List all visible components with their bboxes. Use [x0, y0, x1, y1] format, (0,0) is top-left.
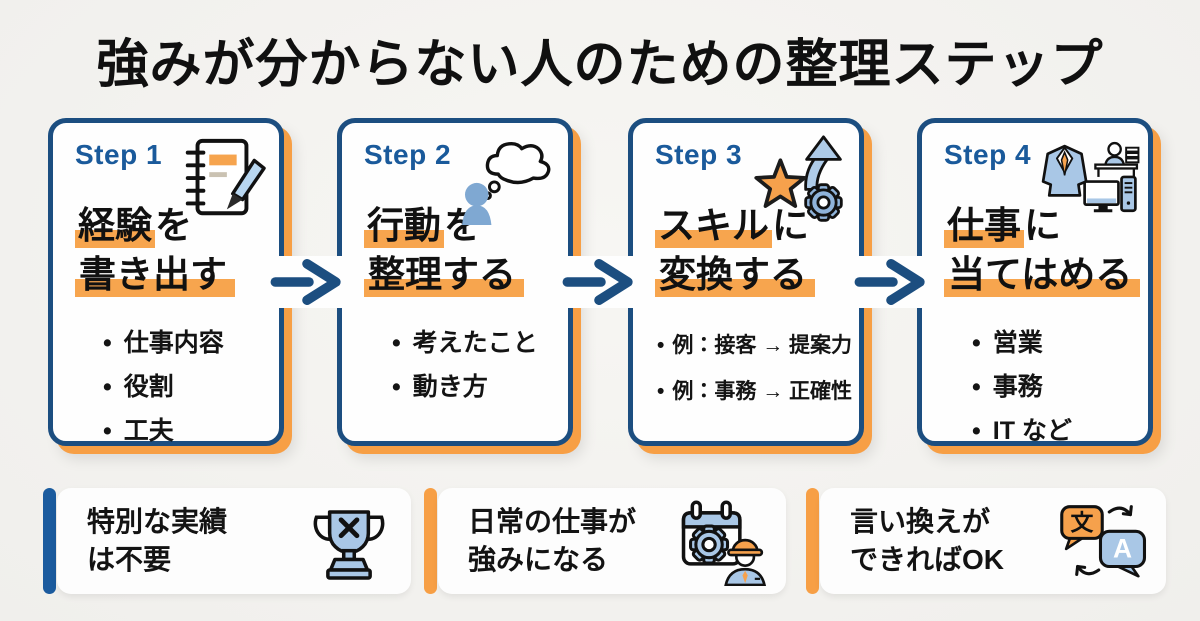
arrow-right-icon: [268, 256, 348, 308]
bullet-item: 営業: [972, 323, 1136, 359]
step-card-2: Step 2 行動を 整理する 考えたこと 動き方: [337, 118, 573, 446]
note-text: 特別な実績は不要: [87, 506, 228, 575]
trophy-no-icon: [305, 496, 393, 586]
bullet-item: 役割: [103, 367, 267, 403]
title-line: 経験を: [75, 201, 267, 250]
card-title: スキルに 変換する: [655, 201, 847, 299]
accent-bar: [43, 488, 56, 594]
step-label: Step 3: [655, 139, 743, 170]
bullet-item: 仕事内容: [103, 323, 267, 359]
bullet-list: 営業 事務 IT など: [944, 323, 1136, 447]
notebook-pen-icon: [171, 135, 271, 225]
bullet-list: 考えたこと 動き方: [364, 323, 556, 403]
accent-bar: [424, 488, 437, 594]
bullet-item: 例：事務 → 正確性: [657, 375, 852, 405]
note-daily-work-strength: 日常の仕事が強みになる: [424, 488, 786, 594]
title-line: 変換する: [655, 250, 847, 299]
note-text: 日常の仕事が強みになる: [468, 506, 637, 575]
title-line: 当てはめる: [944, 250, 1141, 299]
card-title: 行動を 整理する: [364, 201, 556, 299]
daily-work-icon: [680, 496, 768, 587]
bullet-item: 例：接客 → 提案力: [657, 329, 852, 359]
page-title: 強みが分からない人のための整理ステップ: [96, 36, 1104, 94]
bullet-list: 例：接客 → 提案力 例：事務 → 正確性: [655, 329, 852, 405]
note-card: 言い換えができればOK 文 A: [820, 488, 1166, 594]
svg-text:A: A: [1113, 534, 1132, 564]
step-card-3: Step 3 スキルに 変換する: [628, 118, 864, 446]
step-label: Step 1: [75, 139, 163, 170]
star-growth-gear-icon: [751, 135, 851, 225]
accent-bar: [806, 488, 819, 594]
bullet-list: 仕事内容 役割 工夫: [75, 323, 267, 447]
job-match-icon: [1040, 135, 1140, 225]
bullet-item: 事務: [972, 367, 1136, 403]
title-line: 書き出す: [75, 250, 267, 299]
step-card-4: Step 4: [917, 118, 1153, 446]
title-line: スキルに: [655, 201, 847, 250]
person-thinking-icon: [460, 135, 560, 225]
bullet-item: 考えたこと: [392, 323, 556, 359]
bullet-item: IT など: [972, 411, 1136, 447]
note-no-special-achievements: 特別な実績は不要: [43, 488, 411, 594]
title-line: 仕事に: [944, 201, 1136, 250]
step-label: Step 2: [364, 139, 452, 170]
title-line: 行動を: [364, 201, 556, 250]
note-card: 日常の仕事が強みになる: [438, 488, 786, 594]
arrow-right-icon: [852, 256, 932, 308]
note-rephrasing-ok: 言い換えができればOK 文 A: [806, 488, 1166, 594]
arrow-right-icon: [560, 256, 640, 308]
step-label: Step 4: [944, 139, 1032, 170]
step-card-1: Step 1 経験を 書き出す 仕事内容 役割 工夫: [48, 118, 284, 446]
card-title: 仕事に 当てはめる: [944, 201, 1141, 299]
bullet-item: 動き方: [392, 367, 556, 403]
translate-icon: 文 A: [1060, 496, 1148, 586]
svg-text:文: 文: [1071, 509, 1094, 535]
note-card: 特別な実績は不要: [57, 488, 411, 594]
title-line: 整理する: [364, 250, 556, 299]
note-text: 言い換えができればOK: [850, 506, 1005, 575]
card-title: 経験を 書き出す: [75, 201, 267, 299]
bullet-item: 工夫: [103, 411, 267, 447]
